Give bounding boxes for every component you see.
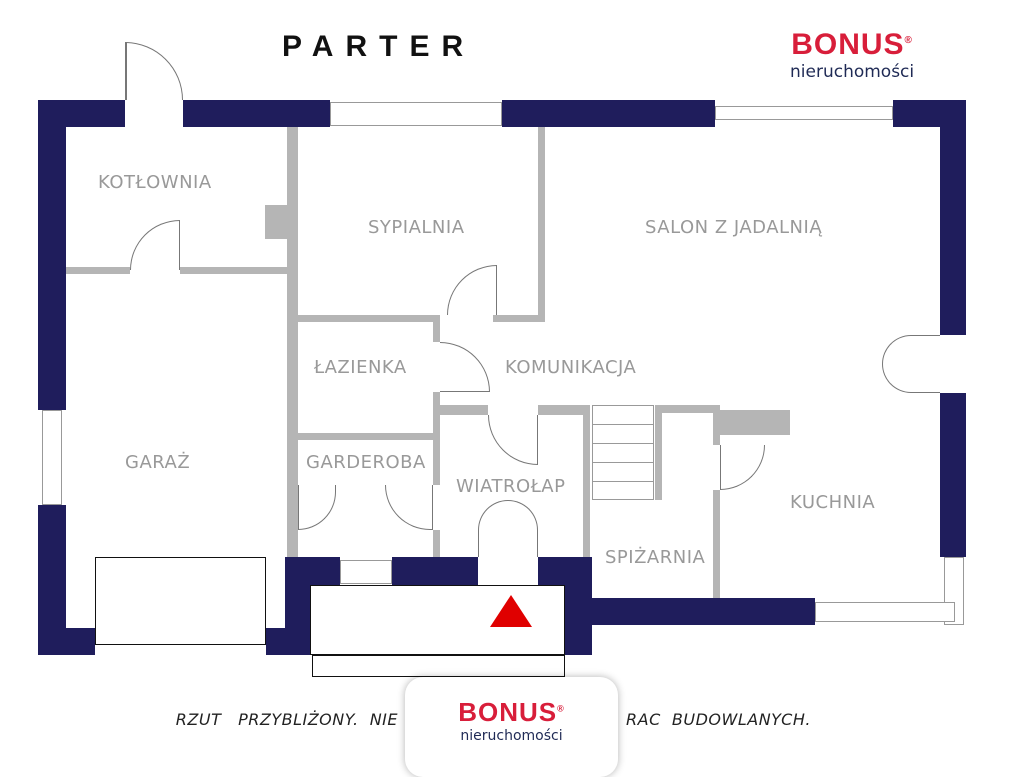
door[interactable] — [130, 220, 180, 270]
floor-title: PARTER — [282, 30, 476, 63]
room-label: KOTŁOWNIA — [98, 172, 212, 193]
room-label: KUCHNIA — [790, 492, 876, 513]
room-label: GARAŻ — [125, 452, 191, 473]
disclaimer-right: RAC BUDOWLANYCH. — [626, 710, 811, 729]
room-label: SALON Z JADALNIĄ — [645, 217, 823, 238]
door[interactable] — [385, 485, 433, 530]
terrace-door[interactable] — [882, 335, 940, 393]
door[interactable] — [298, 485, 336, 530]
room-label: ŁAZIENKA — [314, 357, 407, 378]
entrance-door[interactable] — [478, 500, 538, 557]
door[interactable] — [488, 415, 538, 465]
room-label: SYPIALNIA — [368, 217, 465, 238]
disclaimer-left: RZUT PRZYBLIŻONY. NIE — [175, 710, 398, 729]
brand-logo: BONUS® nieruchomości — [458, 697, 565, 744]
door[interactable] — [447, 265, 497, 315]
sliding-window — [715, 106, 893, 120]
logo-card: BONUS® nieruchomości — [405, 677, 618, 777]
room-label: KOMUNIKACJA — [505, 357, 637, 378]
stairs — [592, 405, 654, 500]
brand-logo: BONUS® nieruchomości — [790, 28, 915, 82]
room-label: GARDEROBA — [306, 452, 426, 473]
garage-door — [95, 557, 266, 645]
entrance-marker-icon — [490, 595, 532, 627]
room-label: SPIŻARNIA — [605, 547, 706, 568]
door[interactable] — [720, 445, 765, 490]
window — [815, 602, 955, 622]
door[interactable] — [125, 42, 183, 100]
window — [340, 560, 392, 584]
room-label: WIATROŁAP — [456, 476, 566, 497]
window — [330, 102, 502, 126]
window — [42, 410, 62, 505]
door[interactable] — [440, 342, 490, 392]
